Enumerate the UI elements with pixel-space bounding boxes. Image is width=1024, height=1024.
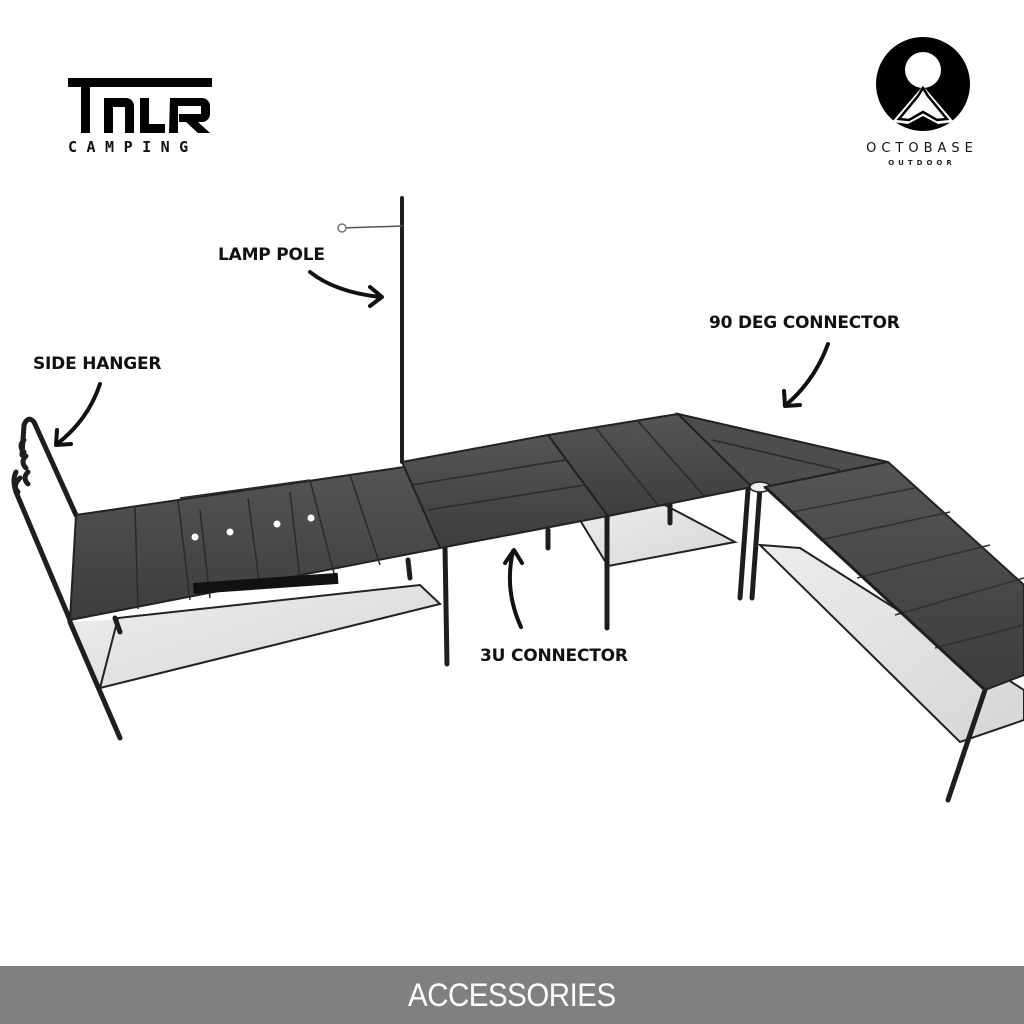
right-middle-tabletop	[546, 412, 755, 518]
callout-label-90-deg-connector: 90 DEG CONNECTOR	[709, 313, 900, 333]
footer-banner: ACCESSORIES	[0, 966, 1024, 1024]
lamp-pole-arrow-icon	[308, 270, 384, 308]
callout-label-lamp-pole: LAMP POLE	[218, 245, 325, 265]
side-hanger-arrow-icon	[54, 382, 102, 447]
tnr-subtitle: CAMPING	[68, 138, 198, 156]
middle-tabletop	[400, 433, 610, 550]
right-wing-tabletop	[762, 460, 1024, 692]
3u-connector-arrow-icon	[503, 548, 524, 629]
octobase-logo-icon	[876, 37, 970, 131]
octobase-name: OCTOBASE	[866, 141, 978, 156]
lamp-pole	[337, 196, 404, 464]
callout-label-3u-connector: 3U CONNECTOR	[480, 646, 628, 666]
90-deg-connector-arrow-icon	[782, 342, 830, 408]
camping-table-illustration	[11, 196, 1024, 803]
octobase-subtitle: OUTDOOR	[888, 159, 956, 167]
side-hanger-frame	[11, 416, 79, 623]
tnr-camping-logo	[68, 78, 212, 133]
mesh-shelves	[70, 503, 1024, 744]
callout-label-side-hanger: SIDE HANGER	[33, 354, 162, 374]
table-legs	[67, 485, 988, 803]
footer-title: ACCESSORIES	[408, 976, 616, 1013]
callout-arrows	[54, 270, 830, 629]
